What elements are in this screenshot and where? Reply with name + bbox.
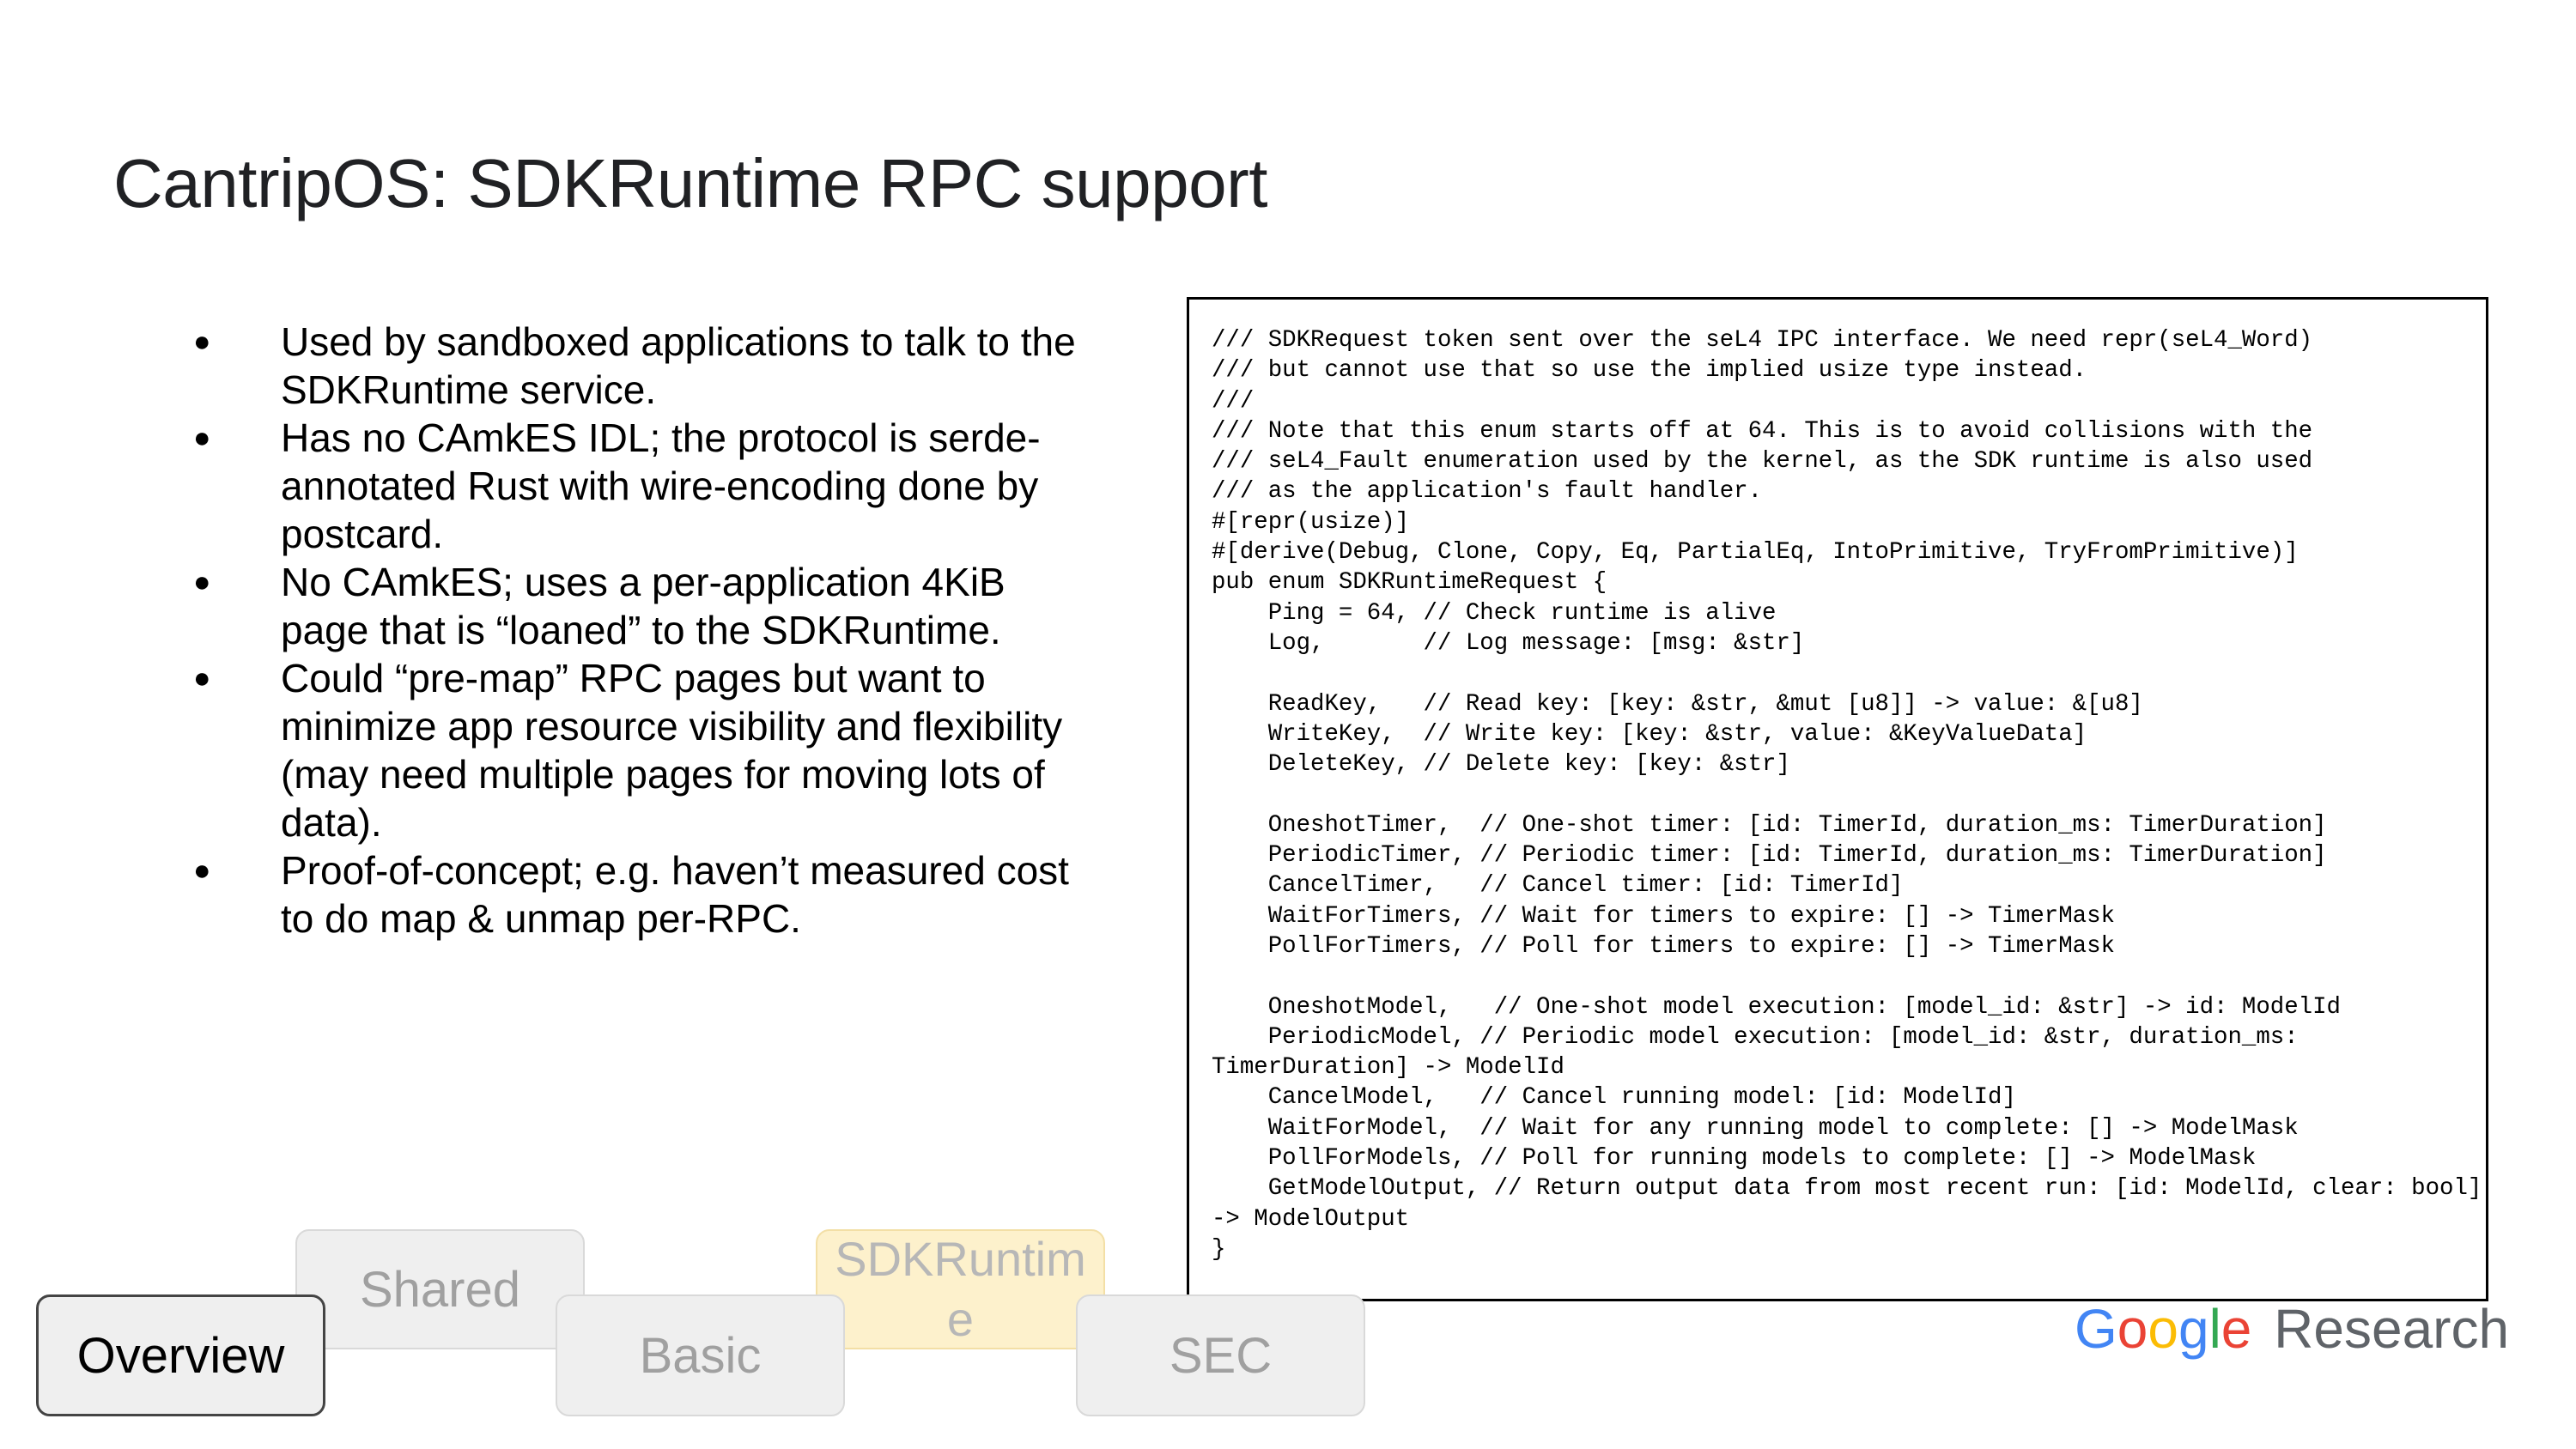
research-wordmark: Research: [2274, 1298, 2510, 1360]
logo-letter: g: [2178, 1298, 2209, 1360]
bullet-item: No CAmkES; uses a per-application 4KiB p…: [185, 558, 1078, 654]
tab-sdkruntime[interactable]: SDKRuntime: [816, 1229, 1105, 1349]
code-box: /// SDKRequest token sent over the seL4 …: [1187, 297, 2488, 1301]
logo-letter: l: [2208, 1298, 2221, 1360]
bullet-item: Proof-of-concept; e.g. haven’t measured …: [185, 846, 1078, 943]
tab-label: SEC: [1169, 1327, 1273, 1384]
bullet-item: Used by sandboxed applications to talk t…: [185, 318, 1078, 414]
logo-letter: e: [2221, 1298, 2252, 1360]
google-research-logo: Google Research: [2075, 1294, 2509, 1363]
tab-basic[interactable]: Basic: [556, 1294, 845, 1416]
tab-label: Shared: [359, 1261, 521, 1318]
tab-shared[interactable]: Shared: [295, 1229, 585, 1349]
tab-overview[interactable]: Overview: [36, 1294, 325, 1416]
bullet-list: Used by sandboxed applications to talk t…: [185, 318, 1078, 943]
bullet-item: Has no CAmkES IDL; the protocol is serde…: [185, 414, 1078, 558]
slide-title: CantripOS: SDKRuntime RPC support: [113, 145, 1268, 221]
tab-sec[interactable]: SEC: [1076, 1294, 1365, 1416]
logo-letter: G: [2075, 1298, 2117, 1360]
logo-letter: o: [2148, 1298, 2178, 1360]
tab-label: Overview: [76, 1327, 285, 1384]
code-listing: /// SDKRequest token sent over the seL4 …: [1212, 327, 2482, 1263]
google-wordmark: Google: [2075, 1298, 2267, 1360]
tab-label: SDKRuntime: [835, 1232, 1086, 1346]
tab-label: Basic: [639, 1327, 762, 1384]
logo-letter: o: [2117, 1298, 2148, 1360]
bullet-item: Could “pre-map” RPC pages but want to mi…: [185, 654, 1078, 846]
